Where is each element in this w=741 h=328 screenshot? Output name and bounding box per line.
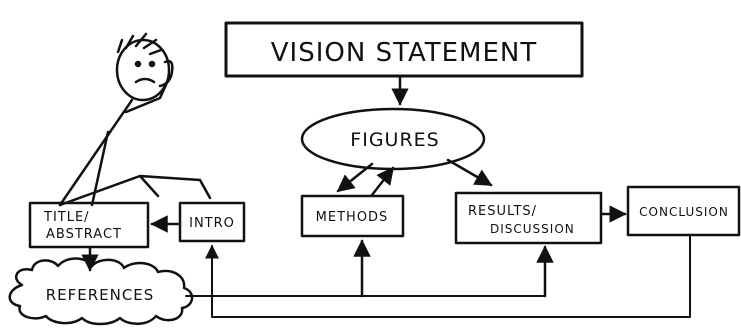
figures-node: FIGURES — [300, 107, 486, 171]
results-discussion-box: RESULTS/ DISCUSSION — [454, 191, 603, 245]
title-abstract-label-line1: TITLE/ — [43, 210, 90, 225]
results-label-line1: RESULTS/ — [468, 204, 537, 219]
figures-to-methods-arrow — [336, 162, 374, 193]
references-cloud: REFERENCES — [8, 257, 194, 326]
methods-label: METHODS — [316, 210, 389, 225]
methods-box: METHODS — [300, 194, 405, 238]
title-abstract-box: TITLE/ ABSTRACT — [28, 201, 150, 249]
conclusion-label: CONCLUSION — [639, 205, 729, 219]
references-label: REFERENCES — [46, 286, 155, 304]
methods-to-figures-arrow — [370, 166, 395, 197]
vision-statement-label: VISION STATEMENT — [271, 38, 537, 68]
figures-label: FIGURES — [350, 129, 439, 151]
intro-label: INTRO — [189, 216, 235, 231]
conclusion-box: CONCLUSION — [626, 185, 741, 237]
title-abstract-label-line2: ABSTRACT — [46, 227, 122, 242]
conclusion-to-intro-loop — [205, 235, 691, 318]
results-label-line2: DISCUSSION — [490, 222, 575, 236]
vision-statement-box: VISION STATEMENT — [224, 21, 584, 78]
intro-box: INTRO — [178, 201, 246, 243]
figures-to-results-arrow — [446, 158, 493, 187]
worried-stick-figure-icon — [58, 32, 212, 207]
